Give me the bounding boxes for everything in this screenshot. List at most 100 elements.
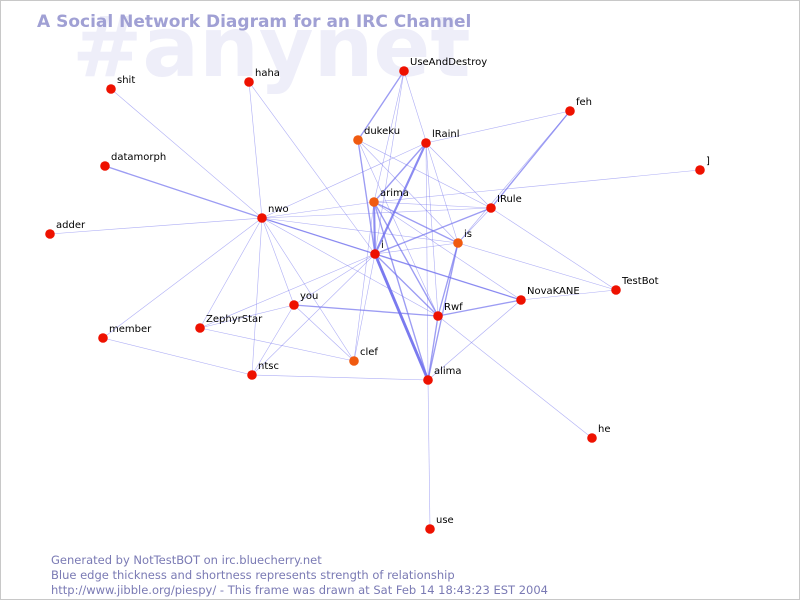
edge-arima-i	[372, 201, 377, 255]
node-label: clef	[360, 347, 378, 358]
edge-arima-alima	[373, 201, 429, 381]
edge-you-ZephyrStar	[199, 304, 295, 329]
edge-i-ZephyrStar	[199, 253, 376, 329]
edge-NovaKANE-alima	[427, 299, 522, 381]
node-UseAndDestroy: UseAndDestroy	[399, 57, 487, 76]
edge-i-you	[293, 253, 376, 306]
node-alima: alima	[423, 366, 462, 385]
edge-IRainI-arima	[373, 142, 427, 203]
edge-nwo-arima	[261, 201, 375, 219]
node-dot	[611, 285, 621, 295]
node-label: he	[598, 424, 611, 435]
edge-UseAndDestroy-arima	[373, 70, 405, 203]
node-datamorph: datamorph	[100, 152, 166, 171]
nodes-layer: shit haha UseAndDestroy feh dukeku lRainl] dat…	[45, 57, 710, 534]
edge-i-clef	[353, 253, 376, 362]
channel-watermark: #anynet	[72, 0, 471, 96]
node-label: haha	[255, 68, 280, 79]
node-adder: adder	[45, 220, 86, 239]
node-dot	[425, 524, 435, 534]
edge-IRainI-nwo	[261, 142, 427, 219]
node-ntsc: ntsc	[247, 361, 279, 380]
edge-you-ntsc	[251, 304, 295, 376]
node-member: member	[98, 324, 152, 343]
node-dot	[289, 300, 299, 310]
edge-NovaKANE-TestBot	[520, 289, 617, 301]
edge-is-alima	[427, 242, 459, 381]
node-label: use	[436, 515, 454, 526]
node-label: dukeku	[364, 126, 400, 137]
node-shit: shit	[106, 75, 135, 94]
footer-generated-by: Generated by NotTestBOT on irc.bluecherr…	[51, 553, 322, 567]
node-label: TestBot	[621, 276, 659, 287]
edge-Rwf-alima	[427, 315, 439, 381]
node-label: feh	[576, 97, 592, 108]
node-label: Rwf	[444, 302, 463, 313]
node-dot	[453, 238, 463, 248]
node-dot	[370, 249, 380, 259]
node-ZephyrStar: ZephyrStar	[195, 314, 263, 333]
edge-feh-IRainI	[425, 110, 571, 144]
node-label: you	[300, 291, 318, 302]
node-label: nwo	[268, 204, 289, 215]
node-use: use	[425, 515, 454, 534]
node-dot	[486, 203, 496, 213]
node-dot	[353, 135, 363, 145]
node-dot	[45, 229, 55, 239]
node-dot	[399, 66, 409, 76]
node-TestBot: TestBot	[611, 276, 659, 295]
node-label: ]	[706, 156, 710, 167]
edge-IRule-i	[374, 207, 492, 255]
node-IRule: IRule	[486, 194, 522, 213]
edge-adder-nwo	[49, 217, 263, 235]
node-dot	[587, 433, 597, 443]
node-dot	[98, 333, 108, 343]
node-dot	[195, 323, 205, 333]
node-dot	[433, 311, 443, 321]
node-label: i	[381, 240, 384, 251]
edge-UseAndDestroy-is	[403, 70, 459, 244]
edge-Rwf-you	[293, 304, 439, 317]
node-label: alima	[434, 366, 462, 377]
edge-you-clef	[293, 304, 355, 362]
edge-arima-clef	[353, 201, 375, 362]
node-label: datamorph	[111, 152, 166, 163]
node-dot	[100, 161, 110, 171]
edge-member-nwo	[102, 217, 263, 339]
edge-i-ntsc	[251, 253, 376, 376]
edge-feh-is	[457, 110, 571, 244]
node-clef: clef	[349, 347, 378, 366]
edge-shit-nwo	[110, 88, 263, 219]
edge-alima-use	[427, 379, 431, 530]
edge-dukeku-i	[357, 139, 376, 255]
edge-is-i	[374, 242, 459, 255]
edge-ntsc-alima	[251, 374, 429, 381]
node-IRainI: lRainl	[421, 129, 460, 148]
edge-nwo-ZephyrStar	[199, 217, 263, 329]
node-dot	[695, 165, 705, 175]
node-dot	[565, 106, 575, 116]
edge-datamorph-nwo	[104, 165, 263, 219]
node-label: ntsc	[258, 361, 279, 372]
node-]: ]	[695, 156, 710, 175]
edge-IRule-TestBot	[490, 207, 617, 291]
edge-IRainI-Rwf	[425, 142, 439, 317]
node-label: ZephyrStar	[206, 314, 263, 325]
node-label: is	[464, 229, 472, 240]
node-label: NovaKANE	[527, 286, 580, 297]
node-dot	[421, 138, 431, 148]
node-haha: haha	[244, 68, 280, 87]
edge-arima-IRule	[373, 201, 492, 209]
edge-IRule-is	[457, 207, 492, 244]
edge-nwo-clef	[261, 217, 355, 362]
node-label: adder	[56, 220, 86, 231]
edge-is-TestBot	[457, 242, 617, 291]
node-dot	[106, 84, 116, 94]
node-label: arima	[380, 188, 409, 199]
edges-layer	[49, 70, 701, 530]
node-dot	[257, 213, 267, 223]
edge-arima-Rwf	[373, 201, 439, 317]
edge-dukeku-is	[357, 139, 459, 244]
node-dukeku: dukeku	[353, 126, 400, 145]
